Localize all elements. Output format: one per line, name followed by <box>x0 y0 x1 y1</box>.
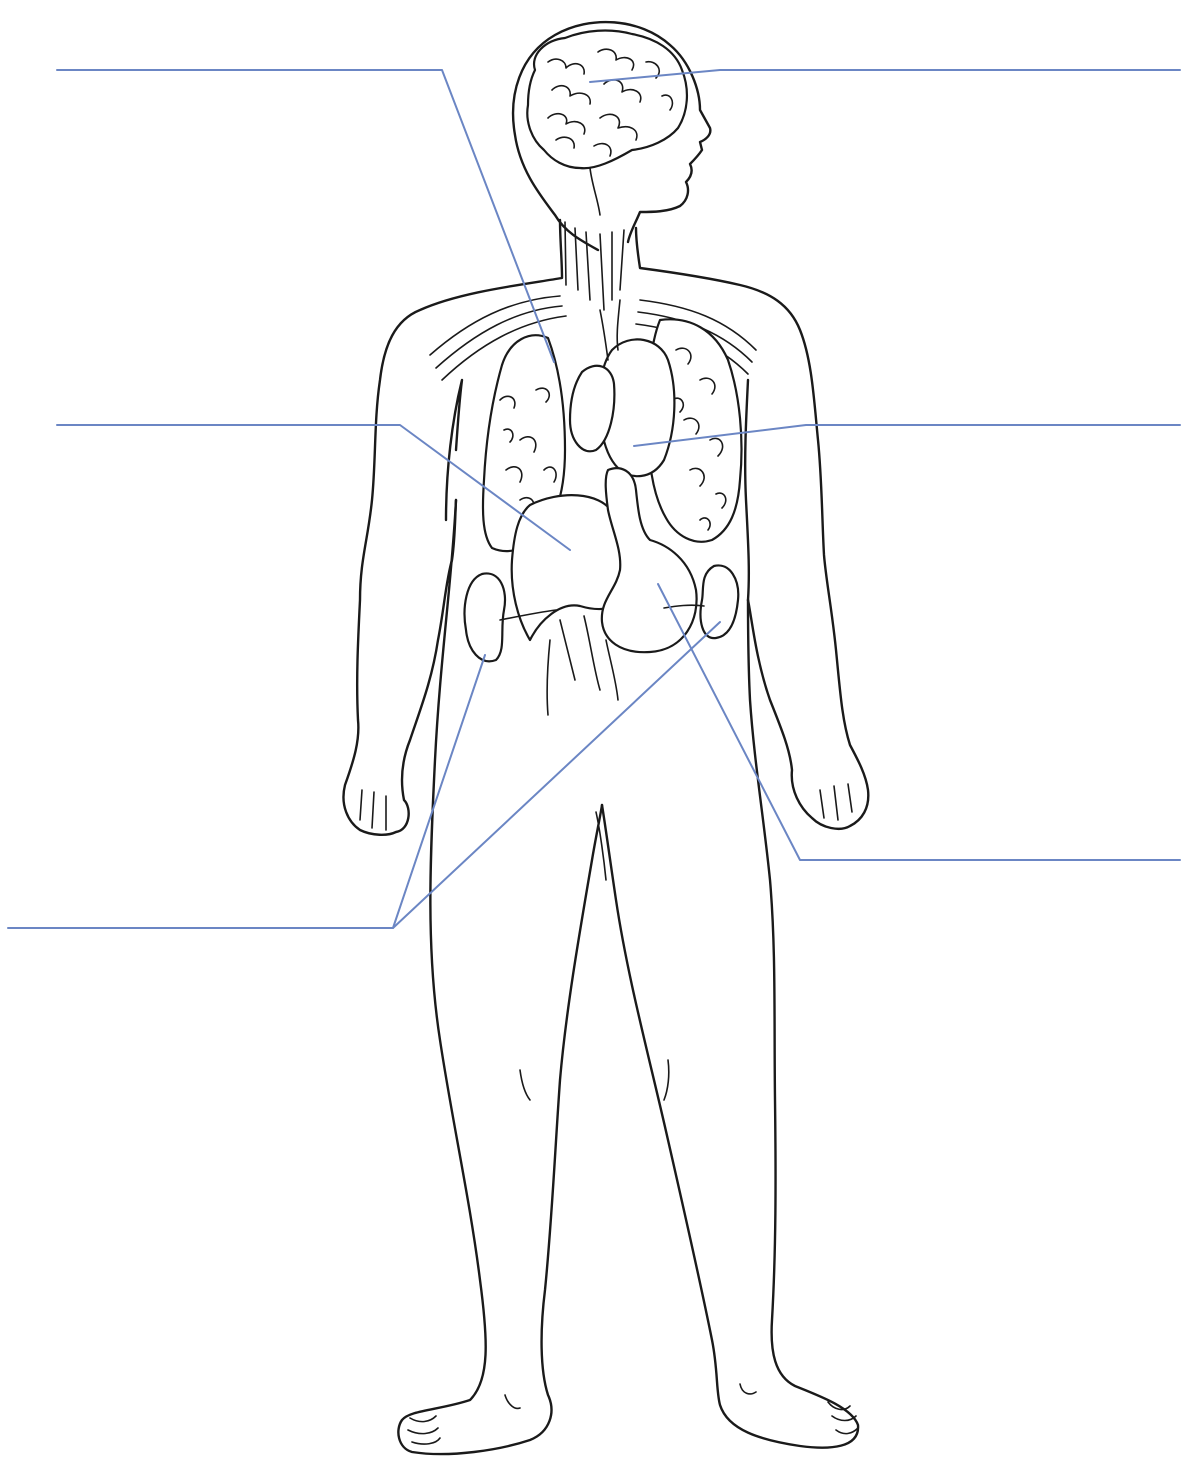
brain <box>527 31 687 215</box>
right-foot-toes <box>740 1384 858 1434</box>
leader-line-kidneys <box>8 655 485 928</box>
left-arm-inner <box>446 380 462 520</box>
right-kidney <box>701 565 739 638</box>
right-leg-outline <box>602 600 858 1448</box>
right-arm-inner <box>745 380 749 600</box>
body-outline <box>343 22 868 1454</box>
right-hand-fingers <box>820 784 852 820</box>
left-hand-fingers <box>360 790 386 830</box>
left-kidney <box>465 573 505 661</box>
leader-line-lungs <box>57 70 554 362</box>
knee-details <box>520 1060 669 1100</box>
leader-line-stomach <box>658 584 1180 860</box>
